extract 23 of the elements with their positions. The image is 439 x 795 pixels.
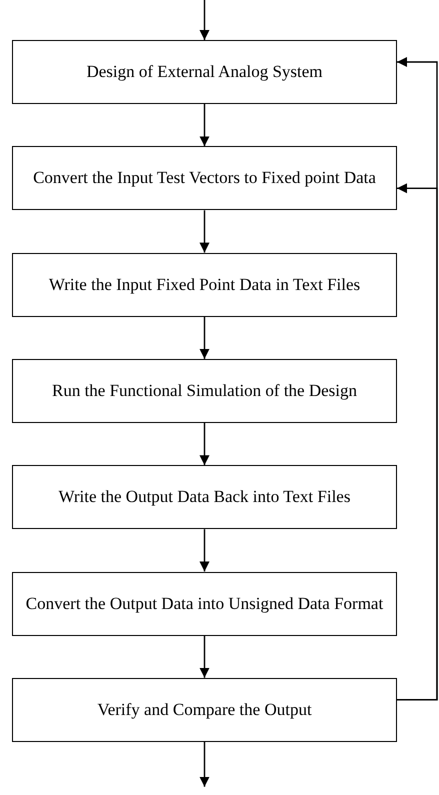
arrow [200,104,210,146]
arrow [200,0,210,40]
arrow [397,183,438,700]
step-text: Run the Functional Simulation of the Design [50,380,358,402]
arrow [200,422,210,466]
process-box [12,146,397,210]
process-box [12,358,397,423]
arrow [200,636,210,678]
step-text: Write the Input Fixed Point Data in Text Files [48,274,362,296]
step-text: Design of External Analog System [85,61,324,83]
arrow [200,742,210,787]
step-text: Convert the Input Test Vectors to Fixed point Data [32,167,377,190]
arrow [200,316,210,359]
arrow [200,529,210,572]
process-box [12,572,397,636]
process-box [12,678,397,742]
step-text: Convert the Output Data into Unsigned Data Format [24,592,384,614]
process-box [12,252,397,317]
step-text: Write the Output Data Back into Text Files [58,486,352,508]
process-box [12,40,397,104]
arrow [200,210,210,253]
step-text: Verify and Compare the Output [96,698,313,721]
process-box [12,465,397,530]
